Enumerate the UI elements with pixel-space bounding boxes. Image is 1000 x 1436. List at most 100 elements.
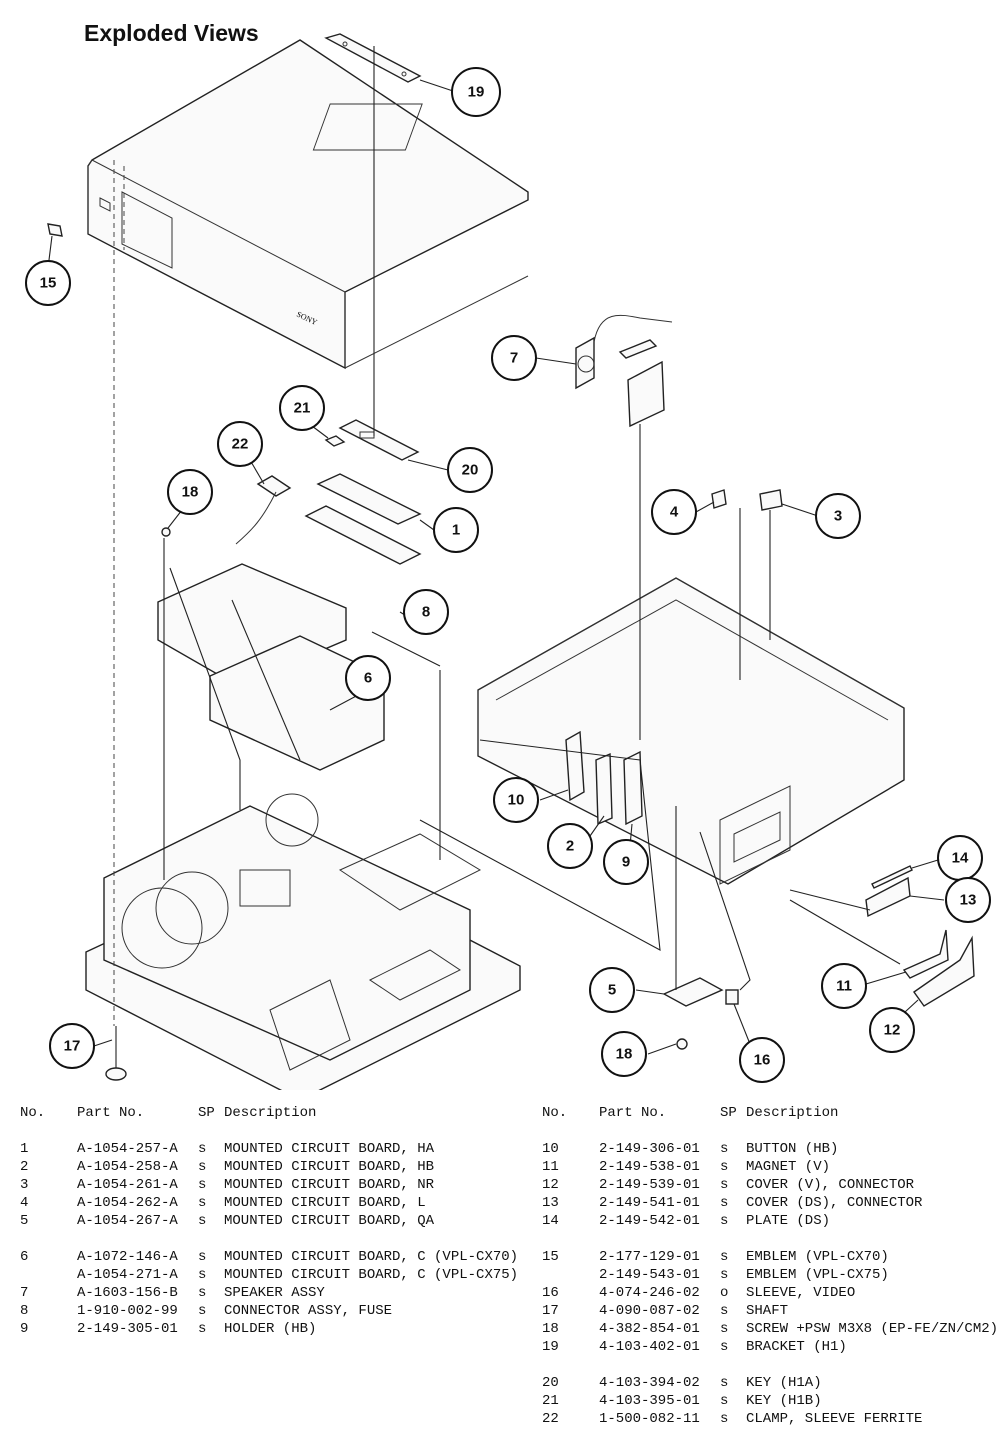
part-sp-code: s	[198, 1177, 207, 1193]
callout-17: 17	[49, 1023, 95, 1069]
emblem-15	[47, 223, 63, 237]
callout-5: 5	[589, 967, 635, 1013]
header-part-no: Part No.	[77, 1105, 145, 1121]
sleeve-16	[725, 989, 739, 1005]
part-number: 1-910-002-99	[77, 1303, 178, 1319]
callout-6: 6	[345, 655, 391, 701]
svg-text:13: 13	[960, 892, 977, 909]
svg-text:16: 16	[754, 1052, 771, 1069]
board-qa	[662, 977, 724, 1007]
part-number-index: 8	[20, 1303, 29, 1319]
header-no: No.	[20, 1105, 46, 1121]
part-sp-code: s	[198, 1141, 207, 1157]
part-sp-code: s	[198, 1303, 207, 1319]
bottom-case	[477, 577, 905, 885]
part-description: MOUNTED CIRCUIT BOARD, L	[224, 1195, 426, 1211]
part-number-index: 12	[542, 1177, 559, 1193]
part-number: A-1054-257-A	[77, 1141, 178, 1157]
part-sp-code: s	[720, 1177, 729, 1193]
part-description: SLEEVE, VIDEO	[746, 1285, 856, 1301]
screw-18-bottom	[676, 1038, 688, 1050]
svg-text:18: 18	[182, 484, 199, 501]
part-number-index: 10	[542, 1141, 559, 1157]
callout-13: 13	[945, 877, 991, 923]
part-number: 2-149-306-01	[599, 1141, 700, 1157]
holder-9	[623, 750, 643, 826]
part-number: A-1603-156-B	[77, 1285, 178, 1301]
part-sp-code: s	[720, 1321, 729, 1337]
header-description: Description	[746, 1105, 839, 1121]
callout-15: 15	[25, 260, 71, 306]
part-sp-code: s	[198, 1159, 207, 1175]
svg-text:21: 21	[294, 400, 311, 417]
part-number-index: 20	[542, 1375, 559, 1391]
speaker-assy	[575, 314, 673, 428]
part-description: BRACKET (H1)	[746, 1339, 847, 1355]
part-description: EMBLEM (VPL-CX70)	[746, 1249, 889, 1265]
callout-1: 1	[433, 507, 479, 553]
part-number: A-1054-271-A	[77, 1267, 178, 1283]
button-10	[565, 730, 585, 802]
callout-18-top: 18	[167, 469, 213, 515]
svg-text:18: 18	[616, 1046, 633, 1063]
board-nr	[759, 489, 783, 511]
assembly-lines	[113, 46, 901, 1026]
svg-text:8: 8	[422, 604, 430, 621]
part-number-index: 6	[20, 1249, 29, 1265]
header-sp: SP	[720, 1105, 737, 1121]
svg-text:12: 12	[884, 1022, 901, 1039]
part-number: 2-149-538-01	[599, 1159, 700, 1175]
key-21	[324, 435, 346, 447]
part-sp-code: s	[198, 1249, 207, 1265]
header-description: Description	[224, 1105, 317, 1121]
part-number: A-1054-261-A	[77, 1177, 178, 1193]
part-number-index: 16	[542, 1285, 559, 1301]
part-sp-code: s	[198, 1321, 207, 1337]
part-number-index: 5	[20, 1213, 29, 1229]
part-description: COVER (V), CONNECTOR	[746, 1177, 915, 1193]
part-description: MOUNTED CIRCUIT BOARD, HB	[224, 1159, 435, 1175]
part-description: MOUNTED CIRCUIT BOARD, C (VPL-CX70)	[224, 1249, 519, 1265]
part-description: MOUNTED CIRCUIT BOARD, QA	[224, 1213, 435, 1229]
part-number: 4-090-087-02	[599, 1303, 700, 1319]
part-description: CLAMP, SLEEVE FERRITE	[746, 1411, 923, 1427]
svg-text:5: 5	[608, 982, 616, 999]
part-description: HOLDER (HB)	[224, 1321, 317, 1337]
part-sp-code: s	[720, 1303, 729, 1319]
part-number-index: 19	[542, 1339, 559, 1355]
part-number: 2-149-541-01	[599, 1195, 700, 1211]
svg-text:9: 9	[622, 854, 630, 871]
part-sp-code: s	[720, 1249, 729, 1265]
part-number-index: 13	[542, 1195, 559, 1211]
part-description: SPEAKER ASSY	[224, 1285, 325, 1301]
part-number-index	[542, 1266, 599, 1284]
callout-12: 12	[869, 1007, 915, 1053]
part-sp-code: s	[720, 1411, 729, 1427]
svg-text:22: 22	[232, 436, 249, 453]
part-number: 4-382-854-01	[599, 1321, 700, 1337]
board-l	[711, 489, 727, 509]
part-description: KEY (H1B)	[746, 1393, 822, 1409]
part-sp-code: s	[198, 1267, 207, 1283]
part-number: 2-149-542-01	[599, 1213, 700, 1229]
part-number-index: 1	[20, 1141, 29, 1157]
board-c	[157, 563, 385, 771]
part-description: MOUNTED CIRCUIT BOARD, C (VPL-CX75)	[224, 1267, 519, 1283]
svg-text:17: 17	[64, 1038, 81, 1055]
screw-18-top	[161, 527, 171, 537]
callout-8: 8	[403, 589, 449, 635]
